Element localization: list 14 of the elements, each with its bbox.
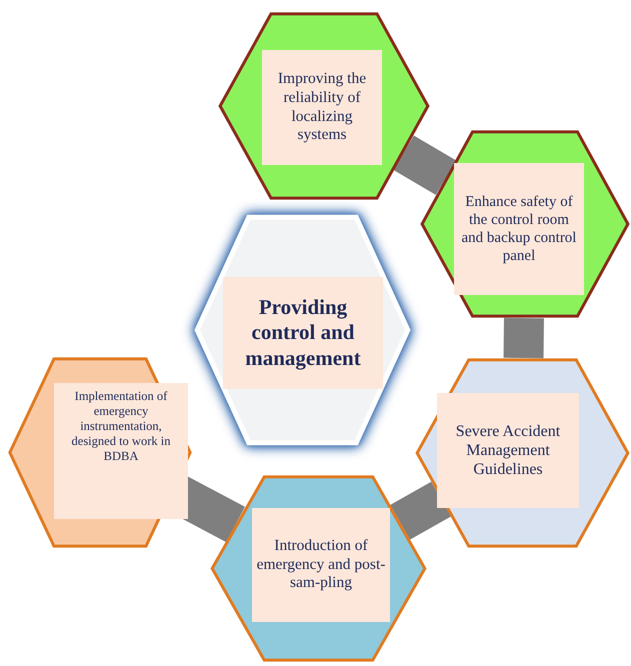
hexagon-node: [218, 12, 430, 200]
hexagon-node: [415, 358, 630, 548]
step-label: Implementation of emergency instrumentation, designed to work in BDBA: [54, 383, 188, 519]
connector-band: [394, 136, 456, 195]
hexagon-node: [420, 130, 630, 318]
connector-band: [390, 482, 451, 540]
step-label: Introduction of emergency and post-sam-pling: [252, 508, 390, 622]
central-title: Providing control and management: [223, 277, 383, 389]
step-label: Improving the reliability of localizing systems: [262, 50, 382, 165]
step-label: Severe Accident Management Guidelines: [437, 393, 579, 508]
hexagon-node: [210, 475, 427, 662]
hexagon-node: [8, 357, 192, 548]
step-label: Enhance safety of the control room and backup control panel: [454, 163, 584, 295]
connector-band: [504, 318, 544, 358]
